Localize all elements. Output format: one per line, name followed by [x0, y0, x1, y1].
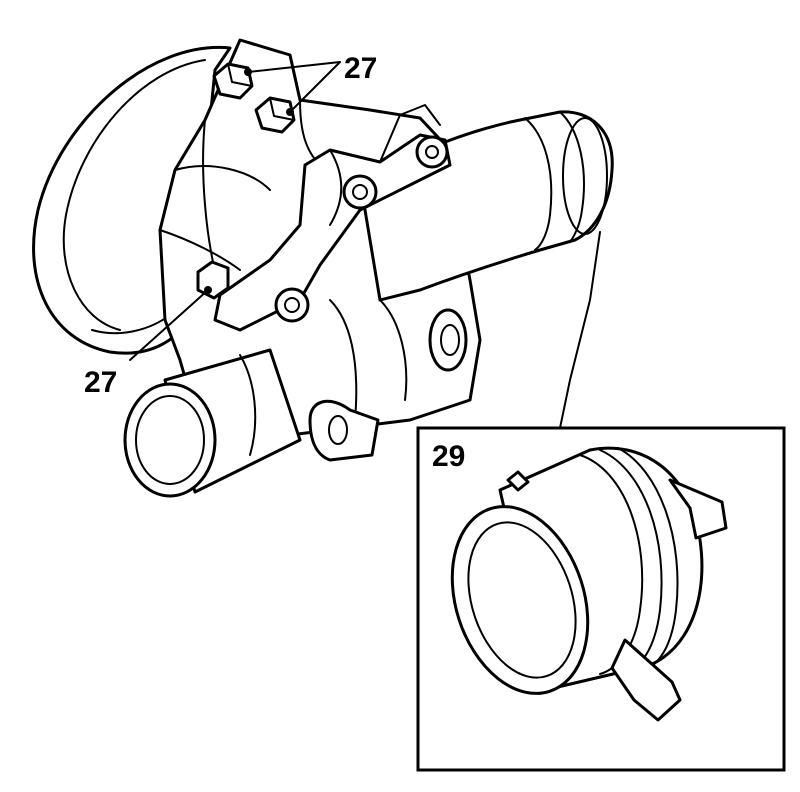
callout-29-detail: 29 [432, 440, 466, 473]
bolt-bracket-lower [274, 287, 310, 323]
bolt-bottom-left [196, 260, 230, 300]
pipe-connector-detail [450, 446, 728, 722]
bolt-bracket-upper [342, 174, 378, 210]
callout-27-bottom: 27 [84, 366, 118, 399]
callout-27-top: 27 [344, 52, 378, 85]
mounting-bracket [213, 104, 452, 332]
bolt-top-mid [254, 96, 296, 134]
side-port [428, 308, 468, 372]
bolt-bracket-right [415, 135, 449, 169]
mounting-lug [308, 399, 380, 462]
leader-detail-29 [559, 231, 601, 429]
bolt-top-left [212, 62, 254, 100]
inlet-pipe [123, 348, 302, 498]
leader-bottom-27 [129, 286, 212, 361]
leader-top-27 [244, 61, 341, 116]
